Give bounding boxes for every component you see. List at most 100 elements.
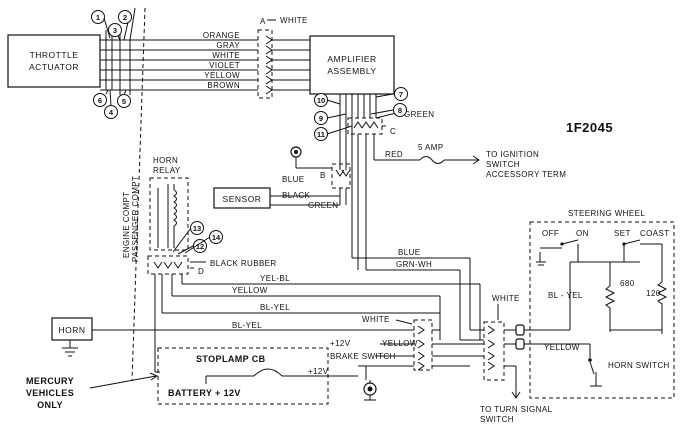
battery-label: BATTERY + 12V (168, 388, 241, 398)
callout-3: 3 (108, 23, 122, 37)
connector-d: D BLACK RUBBER (147, 255, 277, 276)
mercury-label-3: ONLY (37, 400, 63, 410)
resistor-120-label: 120 (646, 289, 661, 298)
wire-yellow-wheel-label: YELLOW (544, 343, 580, 352)
steering-wheel: STEERING WHEEL OFF ON SET COAST 680 120 … (524, 209, 675, 399)
callout-14: 14 (209, 230, 223, 244)
black-rubber-label: BLACK RUBBER (210, 259, 277, 268)
brake-switch-label: BRAKE SWITCH (330, 352, 396, 361)
wire-green-sensor-label: GREEN (308, 201, 338, 210)
connector-a-white-label: WHITE (280, 16, 308, 25)
long-wire-runs (352, 257, 481, 340)
connector-white-right: WHITE TO TURN SIGNAL SWITCH (460, 294, 553, 424)
callout-circles: 1 2 3 4 5 6 7 8 9 10 11 12 13 14 (91, 10, 408, 255)
callout-9-text: 9 (319, 114, 323, 123)
on-label: ON (576, 229, 589, 238)
horn-relay: HORN RELAY (149, 156, 189, 251)
callout-3-text: 3 (113, 26, 117, 35)
throttle-actuator-label-2: ACTUATOR (29, 62, 79, 72)
connector-b: B (290, 163, 351, 206)
callout-4: 4 (104, 105, 118, 119)
wire-grn-wh-label: GRN-WH (396, 260, 432, 269)
connector-d-label: D (198, 267, 204, 276)
callout-7-text: 7 (399, 90, 403, 99)
amplifier-assembly: AMPLIFIER ASSEMBLY (309, 35, 395, 95)
callout-12-text: 12 (196, 242, 204, 251)
callout-13: 13 (190, 221, 204, 235)
ignition-label-1: TO IGNITION (486, 150, 539, 159)
callout-7: 7 (394, 87, 408, 101)
sensor: SENSOR (213, 187, 290, 209)
wire-yellow-d-label: YELLOW (232, 286, 268, 295)
callout-2: 2 (118, 10, 132, 24)
wire-green-c-label: GREEN (404, 110, 434, 119)
compartment-labels: ENGINE COMPT PASSENGER COMPT (122, 7, 146, 381)
wire-violet-label: VIOLET (209, 61, 240, 70)
wire-gray-label: GRAY (216, 41, 240, 50)
amplifier-wires (339, 94, 377, 258)
callout-11-text: 11 (317, 130, 325, 139)
callout-13-text: 13 (193, 224, 201, 233)
turn-signal-label-1: TO TURN SIGNAL (480, 405, 553, 414)
ignition-feed: RED 5 AMP TO IGNITION SWITCH ACCESSORY T… (385, 143, 566, 179)
sensor-label: SENSOR (223, 194, 262, 204)
stoplamp-cb-label: STOPLAMP CB (196, 354, 266, 364)
fuse-label: 5 AMP (418, 143, 444, 152)
ignition-label-2: SWITCH (486, 160, 520, 169)
callout-1-text: 1 (96, 13, 100, 22)
wire-blue-label: BLUE (398, 248, 421, 257)
actuator-wire-labels: ORANGE GRAY WHITE VIOLET YELLOW BROWN (203, 31, 240, 90)
off-label: OFF (542, 229, 559, 238)
callout-11: 11 (314, 127, 328, 141)
wire-yel-bl-label: YEL-BL (260, 274, 290, 283)
callout-8-text: 8 (398, 106, 402, 115)
passenger-compt-label: PASSENGER COMPT (131, 176, 140, 262)
callout-6-text: 6 (98, 96, 102, 105)
resistor-680-label: 680 (620, 279, 635, 288)
figure-code: 1F2045 (566, 120, 613, 135)
white-right-label: WHITE (492, 294, 520, 303)
wire-yellow-brake-label: YELLOW (382, 339, 418, 348)
brake-switch-circuit: +12V YELLOW BRAKE SWITCH (330, 339, 418, 401)
mercury-label-1: MERCURY (26, 376, 74, 386)
amplifier-label-1: AMPLIFIER (327, 54, 376, 64)
callout-8: 8 (393, 103, 407, 117)
callout-9: 9 (314, 111, 328, 125)
wire-blue-b-label: BLUE (282, 175, 305, 184)
connector-d-wires (154, 274, 480, 373)
turn-signal-label-2: SWITCH (480, 415, 514, 424)
mercury-note: MERCURY VEHICLES ONLY (26, 372, 159, 410)
callout-4-text: 4 (109, 108, 114, 117)
wire-black-label: BLACK (282, 191, 310, 200)
callout-1: 1 (91, 10, 105, 24)
callout-12: 12 (193, 239, 207, 253)
horn-relay-label-2: RELAY (153, 166, 181, 175)
throttle-actuator-label-1: THROTTLE (30, 50, 79, 60)
wire-brown-label: BROWN (207, 81, 240, 90)
wire-bl-yel-horn-label: BL-YEL (232, 321, 262, 330)
mercury-label-2: VEHICLES (26, 388, 74, 398)
plus12v-yellow-label: +12V (330, 339, 351, 348)
wire-yellow-label: YELLOW (204, 71, 240, 80)
connector-a-label: A (260, 17, 266, 26)
connector-white-mid: WHITE (362, 315, 484, 371)
connector-c-label: C (390, 127, 396, 136)
horn-relay-label-1: HORN (153, 156, 178, 165)
horn: HORN (51, 317, 414, 357)
plus12v-battery-label: +12V (308, 367, 329, 376)
callout-10-text: 10 (317, 96, 325, 105)
callout-5-text: 5 (122, 97, 126, 106)
wire-red-label: RED (385, 150, 403, 159)
connector-a: A WHITE (257, 16, 310, 99)
connector-c: C GREEN (347, 110, 434, 270)
callout-10: 10 (314, 93, 328, 107)
white-mid-label: WHITE (362, 315, 390, 324)
coast-label: COAST (640, 229, 670, 238)
horn-label: HORN (58, 325, 85, 335)
throttle-actuator: THROTTLE ACTUATOR (7, 34, 101, 88)
wire-orange-label: ORANGE (203, 31, 240, 40)
mercury-battery-circuit: STOPLAMP CB +12V BATTERY + 12V (157, 347, 358, 405)
callout-5: 5 (117, 94, 131, 108)
ignition-label-3: ACCESSORY TERM (486, 170, 566, 179)
